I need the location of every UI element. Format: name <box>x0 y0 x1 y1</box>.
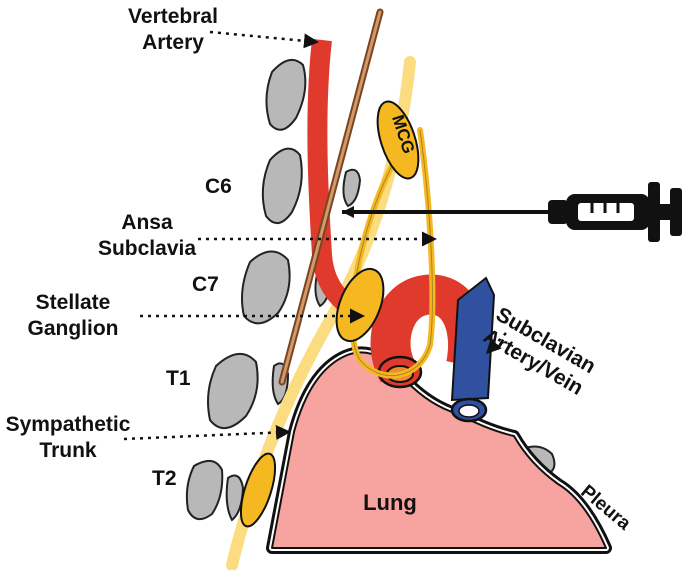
vertebra-c6 <box>261 147 303 224</box>
t2-label: T2 <box>152 467 177 490</box>
ansa-subclavia-label: Ansa Subclavia <box>97 211 197 260</box>
syringe <box>342 182 682 242</box>
stellate-ganglion-label: Stellate Ganglion <box>27 291 119 340</box>
vertebra-c7 <box>241 250 291 325</box>
vertebra-t2-process <box>225 474 245 522</box>
c6-label: C6 <box>205 175 232 198</box>
carotid-sheath-inner <box>280 10 382 384</box>
t1-label: T1 <box>166 367 191 390</box>
vertebral-artery-label: Vertebral Artery <box>128 5 218 54</box>
sympathetic-trunk-arrow <box>123 425 291 441</box>
needle-tip <box>342 206 354 218</box>
vertebra-c5 <box>265 58 307 131</box>
vertebra-t1 <box>207 353 259 429</box>
stellate-ganglion <box>335 267 385 343</box>
plunger-thumb <box>670 188 682 236</box>
vertebra-c6-process <box>342 168 362 208</box>
vein-lumen <box>458 404 480 418</box>
c7-label: C7 <box>192 273 219 296</box>
t2-ganglion <box>239 452 277 528</box>
leader-arrows <box>123 30 507 441</box>
vertebral-artery-arrow <box>209 30 319 49</box>
vertebra-t2 <box>185 459 224 521</box>
middle-cervical-ganglion <box>376 100 420 180</box>
syringe-hub <box>548 200 568 224</box>
syringe-flange <box>648 182 660 242</box>
sympathetic-trunk-label: Sympathetic Trunk <box>5 413 131 462</box>
lung-label: Lung <box>363 490 417 515</box>
